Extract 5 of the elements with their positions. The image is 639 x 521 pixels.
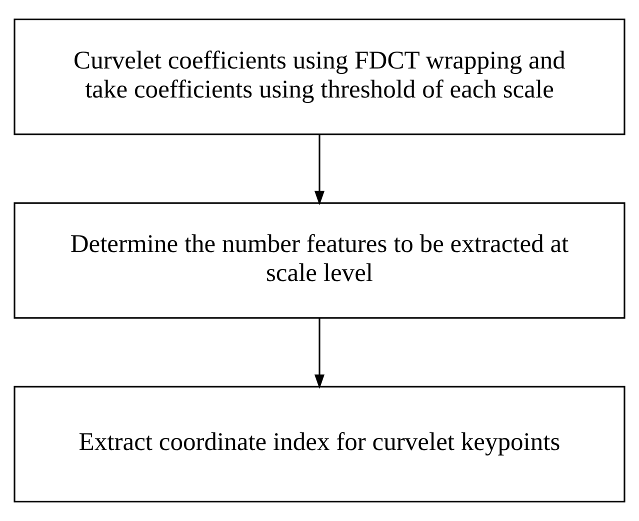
node-box: Extract coordinate index for curvelet keypoints [14,386,626,502]
arrow [314,134,325,206]
arrow [314,318,325,389]
node-box: Curvelet coefficients using FDCT wrapping and take coefficients using threshold of each scale [14,18,626,136]
node-box: Determine the number features to be extracted at scale level [14,202,626,319]
